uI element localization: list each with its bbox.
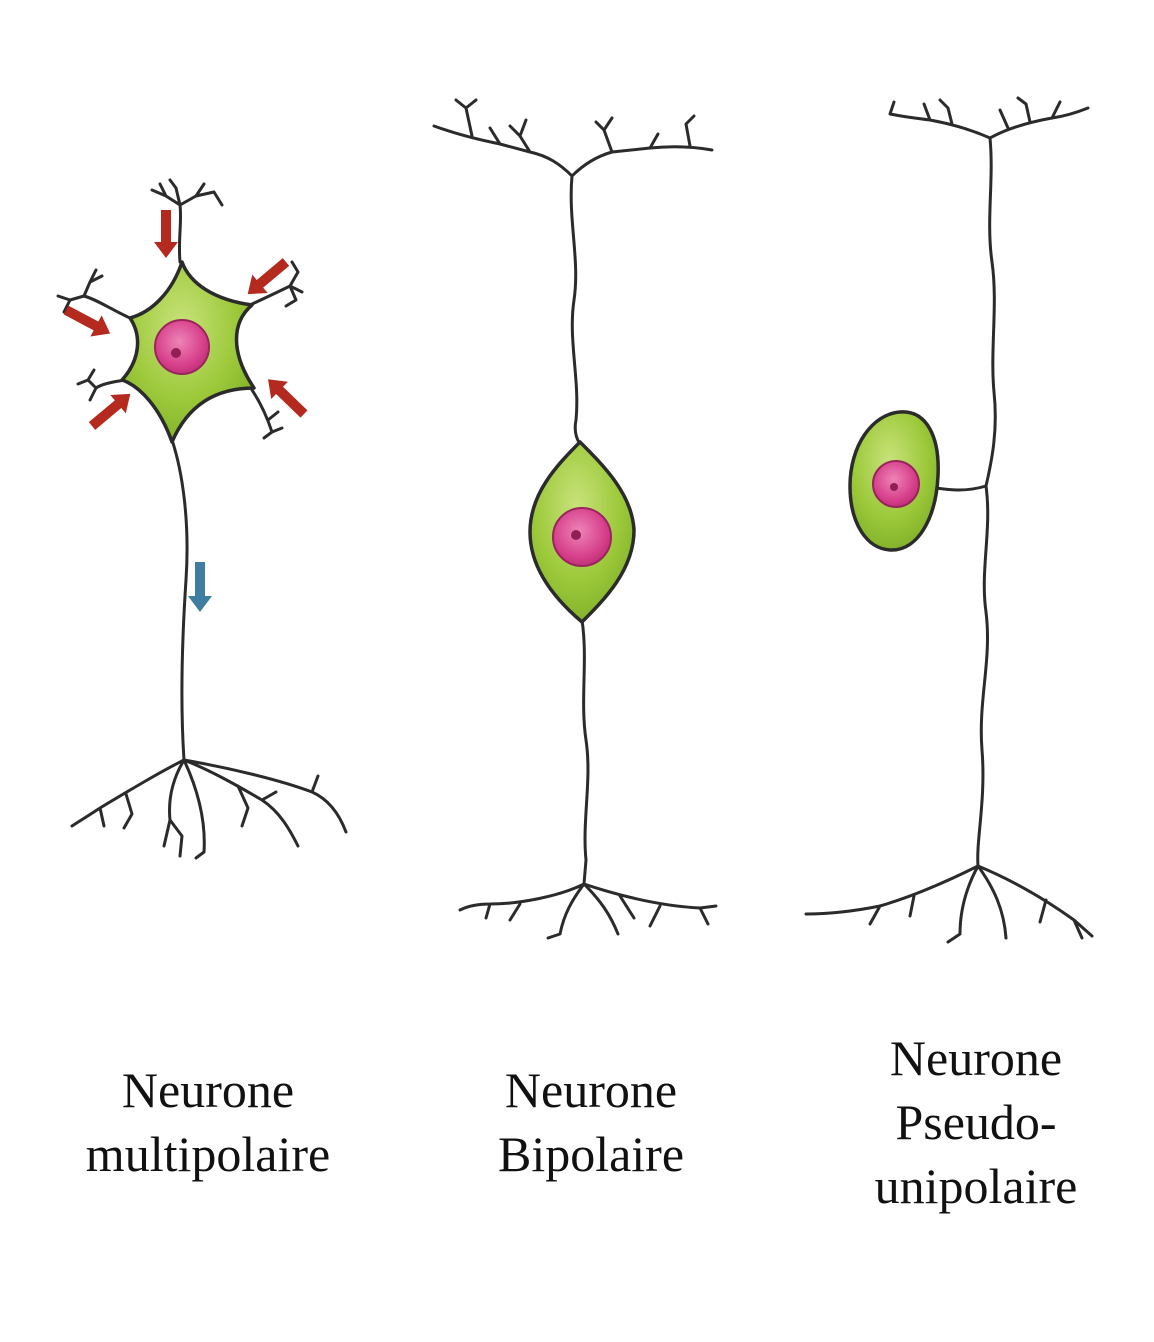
multipolar-nucleolus [171,348,181,358]
input-arrow-top [154,210,178,258]
multipolar-input-arrows [63,210,308,430]
multipolar-axon-terminal [70,758,348,860]
multipolar-neuron [56,178,348,860]
bipolar-neuron [432,98,718,940]
multipolar-dendrite-upper-left [56,268,132,320]
pseudo-unipolar-central-branch [976,484,990,868]
pseudo-unipolar-label-line-1: Neurone [889,1030,1063,1086]
pseudo-unipolar-label-line-2: Pseudo- [895,1094,1057,1150]
pseudo-unipolar-nucleolus [890,483,898,491]
bipolar-dendrite-tree [432,98,714,178]
bipolar-nucleolus [571,530,581,540]
pseudo-unipolar-dendrite-tree [888,96,1090,140]
multipolar-dendrite-upper-right [248,260,304,308]
input-arrow-upper-left [63,305,111,337]
pseudo-unipolar-neuron-label: Neurone Pseudo- unipolaire [796,1026,1154,1218]
bipolar-axon-terminal [458,882,718,940]
multipolar-label-line-1: Neurone [121,1062,295,1118]
multipolar-axon [170,438,189,762]
bipolar-label-line-2: Bipolaire [497,1126,685,1182]
bipolar-nucleus [552,507,612,567]
multipolar-dendrite-lower-left [76,368,127,402]
input-arrow-upper-right [247,258,290,295]
input-arrow-lower-right [268,379,308,418]
multipolar-dendrite-lower-right [250,388,284,440]
pseudo-unipolar-peripheral-branch [984,136,997,488]
multipolar-neuron-label: Neurone multipolaire [28,1058,388,1186]
pseudo-unipolar-axon-terminal [804,864,1094,944]
bipolar-label-line-1: Neurone [504,1062,678,1118]
multipolar-dendrite-top [150,178,224,264]
bipolar-neuron-label: Neurone Bipolaire [411,1058,771,1186]
multipolar-nucleus [154,319,210,375]
multipolar-output-arrow [188,562,212,612]
pseudo-unipolar-label-line-3: unipolaire [874,1158,1078,1214]
bipolar-axon [580,618,590,886]
pseudo-unipolar-stem [934,484,988,492]
bipolar-dendrite-stem [569,174,582,446]
input-arrow-lower-left [88,393,131,430]
pseudo-unipolar-neuron [804,96,1094,944]
multipolar-label-line-2: multipolaire [85,1126,331,1182]
